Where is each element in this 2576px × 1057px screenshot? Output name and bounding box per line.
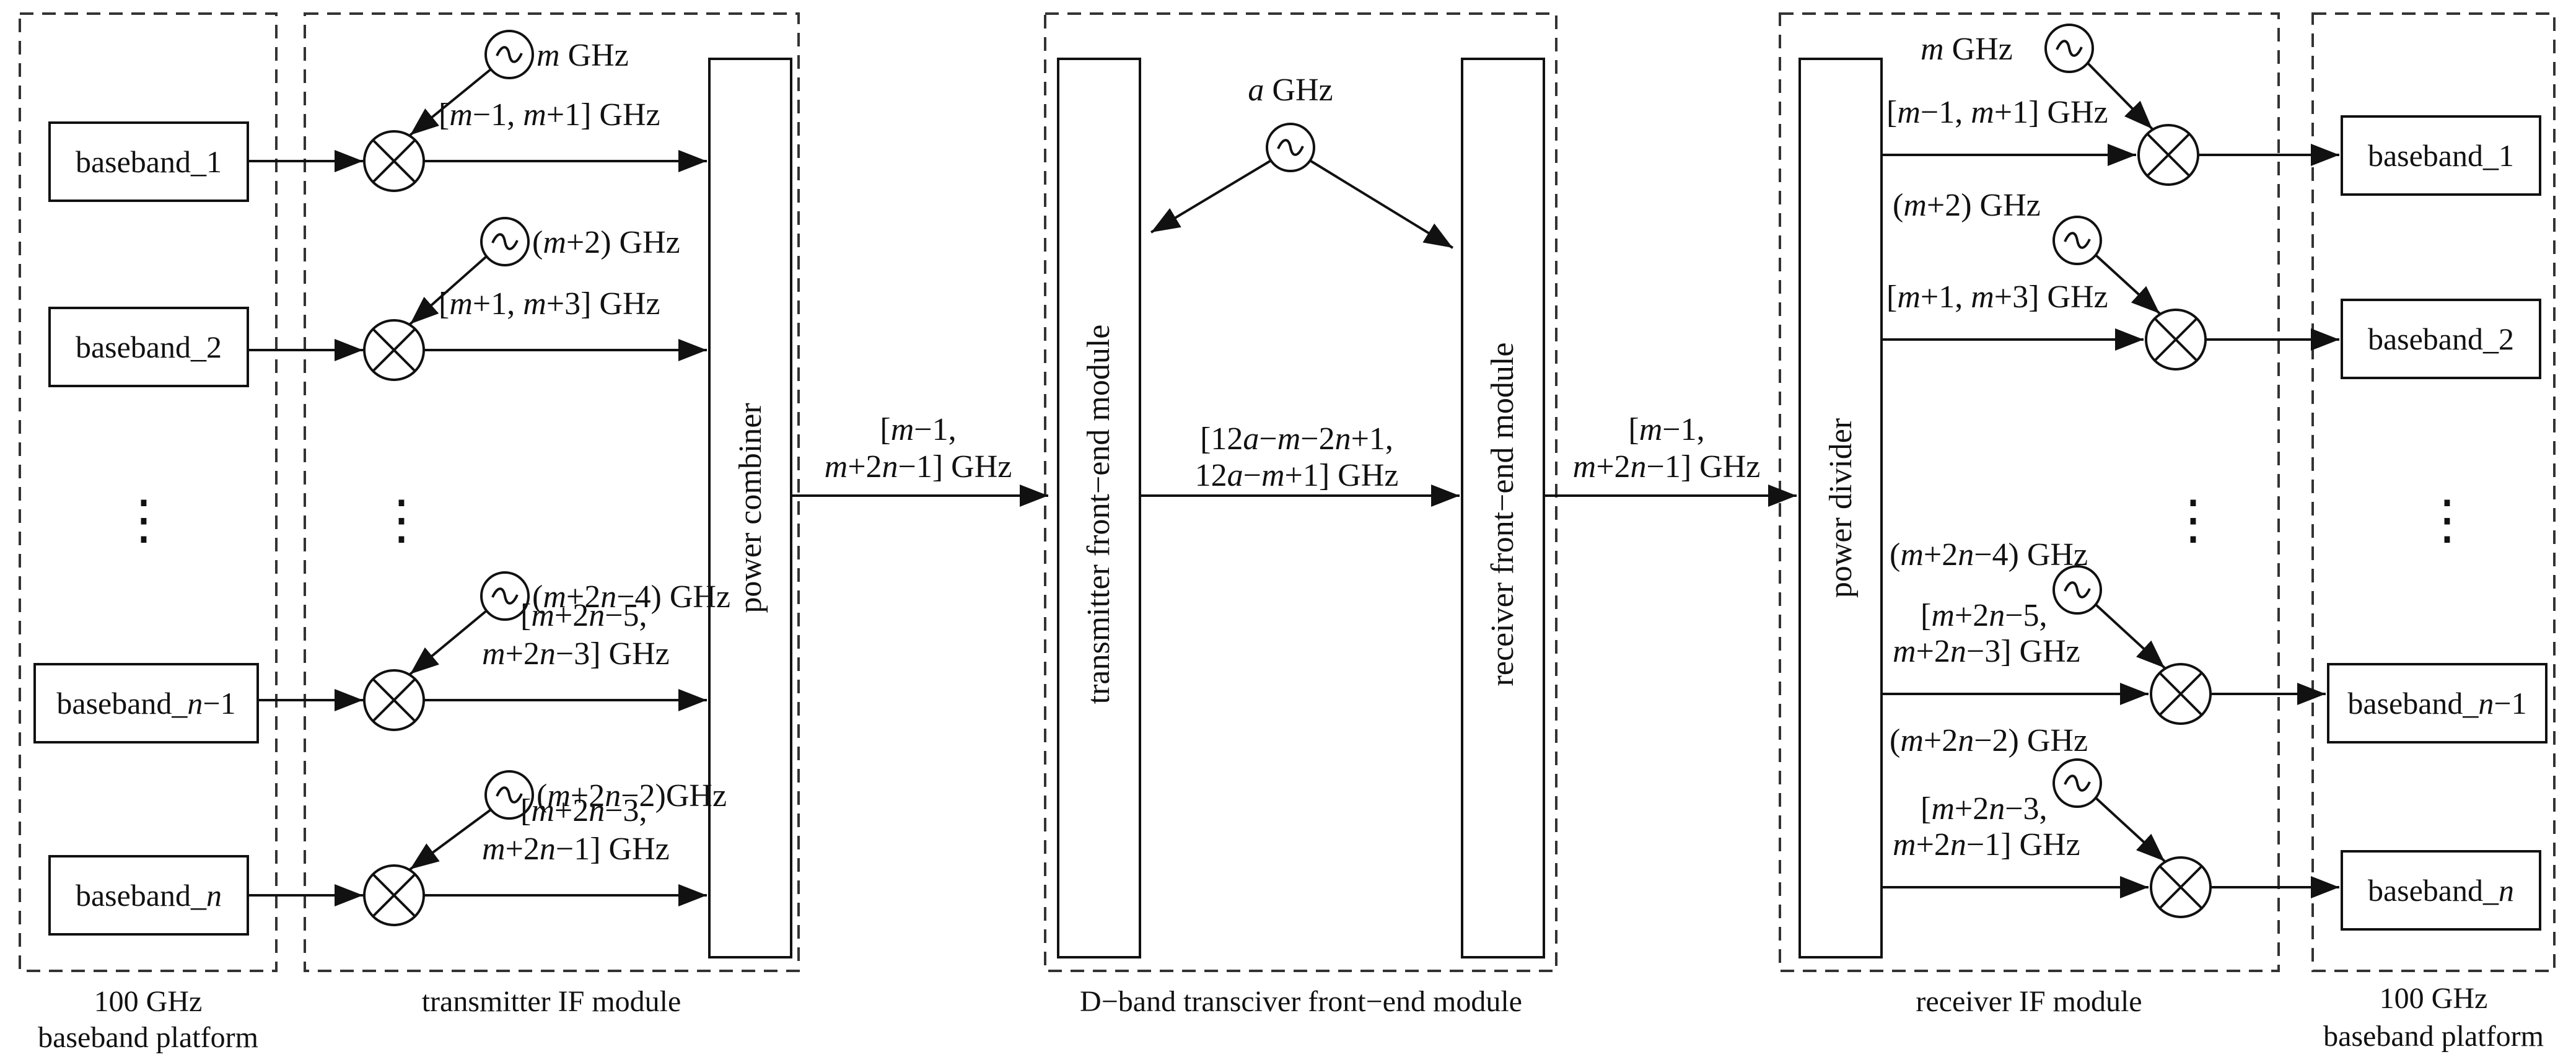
rx-if-band: [m+2n−5, <box>1921 598 2048 633</box>
caption-right-platform-1: 100 GHz <box>2380 982 2488 1015</box>
right-platform-frame <box>2311 12 2556 972</box>
baseband-box-left <box>48 307 249 387</box>
rx-oscillator-icon-wave <box>2064 232 2091 249</box>
rx-front-end-label: receiver front−end module <box>1485 343 1520 686</box>
rx-if-band: [m+2n−3, <box>1921 791 2048 827</box>
combiner-to-tx-band: m+2n−1] GHz <box>825 449 1012 485</box>
baseband-label-left: baseband_2 <box>76 330 222 364</box>
rx-oscillator-icon-wave <box>2064 581 2091 599</box>
tx-lo-freq: m GHz <box>537 38 629 73</box>
tx-if-band: [m+2n−3, <box>520 793 647 828</box>
rx-lo-arrow <box>2095 254 2161 315</box>
ellipsis-left-platform: ⋮ <box>117 490 170 550</box>
rx-mixer-icon-cross <box>2158 865 2203 910</box>
tx-lo-arrow <box>409 68 492 136</box>
rx-mixer-icon-cross <box>2153 317 2198 362</box>
caption-left-platform-2: baseband platform <box>38 1021 258 1054</box>
main-blocks: power combiner transmitter front−end mod… <box>708 58 1883 958</box>
baseband-label-left: baseband_n <box>76 878 222 913</box>
caption-right-platform-2: baseband platform <box>2323 1020 2544 1053</box>
tx-front-end-box <box>1057 58 1141 958</box>
tx-if-band: [m+2n−5, <box>520 598 647 633</box>
ellipsis-markers: ⋮ ⋮ ⋮ ⋮ <box>117 490 2474 550</box>
baseband-label-left: baseband_1 <box>76 144 222 179</box>
ellipsis-tx-if: ⋮ <box>375 490 428 550</box>
baseband-box-right <box>2327 663 2548 743</box>
tx-if-frame <box>304 12 800 972</box>
rx-lo-freq: (m+2n−4) GHz <box>1890 537 2088 572</box>
tx-lo-arrow <box>409 255 488 325</box>
tx-oscillator-icon-wave <box>496 46 523 63</box>
tx-to-rx-band: 12a−m+1] GHz <box>1195 458 1399 493</box>
caption-left-platform-1: 100 GHz <box>94 985 203 1018</box>
power-divider-label: power divider <box>1823 418 1859 598</box>
rx-lo-freq: (m+2) GHz <box>1893 188 2041 223</box>
power-combiner-label: power combiner <box>733 403 768 613</box>
tx-lo-arrow <box>409 610 488 675</box>
rx-lo-arrow <box>2095 797 2166 862</box>
baseband-box-right <box>2341 115 2541 196</box>
tx-mixer-icon-cross <box>372 678 416 722</box>
rf-lo-to-tx-arrow <box>1150 160 1271 234</box>
tx-lo-freq: (m+2n−2)GHz <box>537 778 727 814</box>
rx-if-band: m+2n−1] GHz <box>1893 827 2080 862</box>
rx-mixer-icon-cross <box>2146 133 2191 177</box>
combiner-to-tx-band: [m−1, <box>880 412 956 447</box>
tx-to-rx-band: [12a−m−2n+1, <box>1200 421 1393 457</box>
tx-if-band: m+2n−3] GHz <box>482 636 670 672</box>
power-combiner-box <box>708 58 792 958</box>
tx-if-band: [m−1, m+1] GHz <box>439 97 660 133</box>
tx-lo-freq: (m+2) GHz <box>532 225 680 260</box>
tx-mixer-icon-cross <box>372 873 416 918</box>
rx-lo-arrow <box>2087 62 2153 130</box>
baseband-label-right: baseband_1 <box>2368 138 2514 173</box>
tx-if-band: [m+1, m+3] GHz <box>439 286 660 322</box>
rx-if-band: [m+1, m+3] GHz <box>1886 279 2108 315</box>
baseband-label-right: baseband_n−1 <box>2347 686 2526 721</box>
tx-mixer-icon-cross <box>372 328 416 372</box>
rf-link: a GHz [m−1, m+2n−1] GHz [12a−m−2n+1, 12a… <box>791 72 1797 507</box>
rx-mixer-icon-cross <box>2158 672 2203 716</box>
tx-oscillator-icon-wave <box>496 786 523 804</box>
ellipsis-right-platform: ⋮ <box>2420 490 2474 550</box>
tx-lo-arrow <box>409 809 492 871</box>
rx-if-band: [m−1, m+1] GHz <box>1886 95 2108 130</box>
rf-lo-to-rx-arrow <box>1310 160 1454 249</box>
tx-front-end-label: transmitter front−end module <box>1081 325 1116 704</box>
channel-rows: baseband_1 m GHz [m−1, m+1] GHz baseband_2 (… <box>33 24 2548 936</box>
tx-mixer-icon-cross <box>372 139 416 183</box>
tx-oscillator-icon-wave <box>491 233 519 250</box>
left-platform-frame <box>19 12 278 972</box>
tx-oscillator-icon-wave <box>491 587 519 605</box>
baseband-box-left <box>48 121 249 202</box>
tx-if-band: m+2n−1] GHz <box>482 831 670 867</box>
ellipsis-rx-if: ⋮ <box>2166 490 2220 550</box>
baseband-label-right: baseband_n <box>2368 873 2514 908</box>
caption-tx-if: transmitter IF module <box>422 985 681 1018</box>
rx-front-end-box <box>1461 58 1545 958</box>
caption-front-end: D−band transciver front−end module <box>1080 985 1522 1018</box>
rx-lo-freq: (m+2n−2) GHz <box>1890 723 2088 758</box>
rx-lo-freq: m GHz <box>1921 32 2013 67</box>
section-captions: 100 GHz baseband platform transmitter IF… <box>38 982 2544 1054</box>
rf-oscillator-wave <box>1277 139 1304 156</box>
baseband-label-right: baseband_2 <box>2368 322 2514 356</box>
rx-if-band: m+2n−3] GHz <box>1893 634 2080 669</box>
rx-to-divider-band: m+2n−1] GHz <box>1573 449 1761 485</box>
rf-lo-freq: a GHz <box>1248 72 1333 108</box>
baseband-box-right <box>2341 299 2541 379</box>
baseband-box-left <box>33 663 259 743</box>
rx-lo-arrow <box>2095 603 2166 669</box>
rx-oscillator-icon-wave <box>2056 40 2083 57</box>
caption-rx-if: receiver IF module <box>1916 985 2142 1018</box>
power-divider-box <box>1798 58 1883 958</box>
rx-to-divider-band: [m−1, <box>1628 412 1704 447</box>
rx-oscillator-icon-wave <box>2064 774 2091 792</box>
baseband-box-right <box>2341 850 2541 931</box>
baseband-box-left <box>48 855 249 936</box>
tx-lo-freq: (m+2n−4) GHz <box>532 579 730 615</box>
baseband-label-left: baseband_n−1 <box>56 686 235 721</box>
